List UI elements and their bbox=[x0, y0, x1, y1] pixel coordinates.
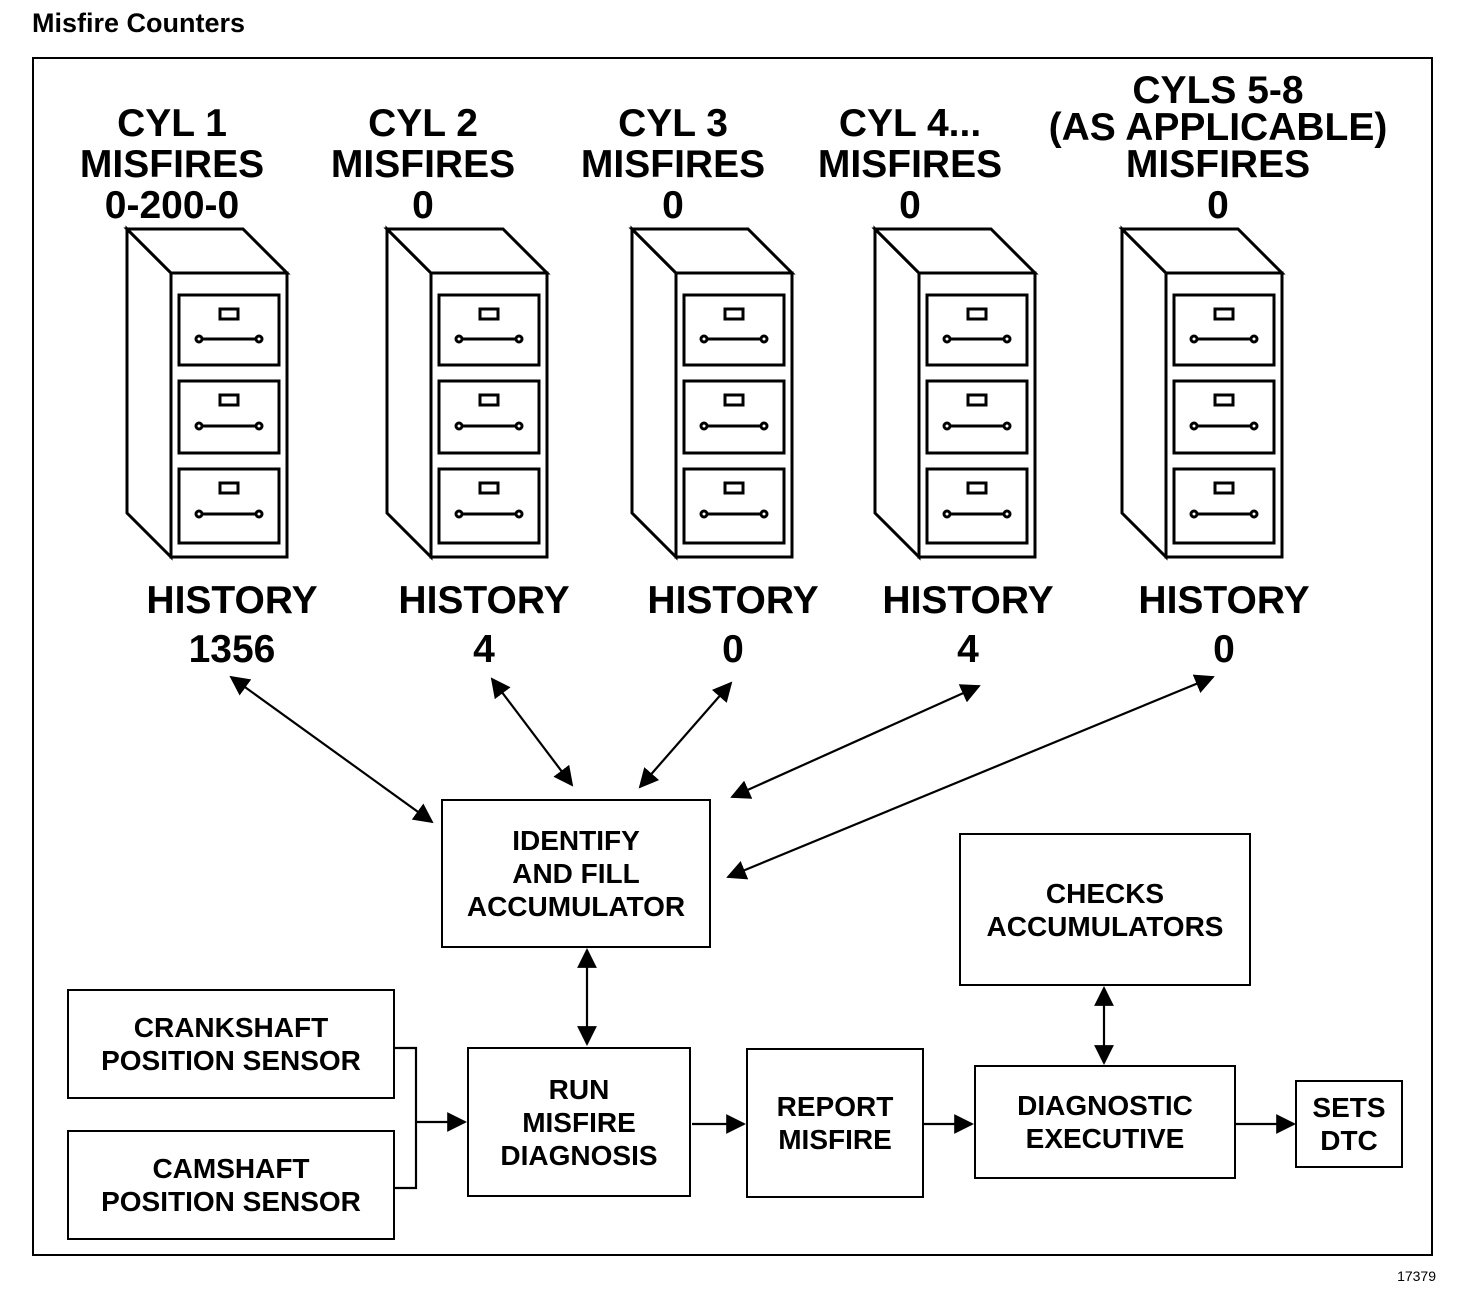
cyl2-misfires-label: MISFIRES bbox=[330, 143, 516, 186]
page-title: Misfire Counters bbox=[32, 8, 246, 38]
cyl5-8-history-label: HISTORY bbox=[1138, 579, 1310, 622]
cyl5-8-filing-cabinet-icon bbox=[1120, 227, 1284, 559]
cyl3-misfires-label: MISFIRES bbox=[580, 143, 766, 186]
camshaft-label: CAMSHAFT POSITION SENSOR bbox=[101, 1153, 361, 1217]
cyl4-filing-cabinet-icon bbox=[873, 227, 1037, 559]
cyl5-8-name: CYLS 5-8 bbox=[1132, 69, 1304, 112]
cyl1-history-value: 1356 bbox=[188, 628, 276, 671]
cyl5-8-misfires-value: 0 bbox=[1207, 184, 1229, 227]
cyl1-history: HISTORY 1356 bbox=[146, 580, 317, 670]
arrow-cyl4-identify bbox=[730, 684, 981, 799]
cyl4-history-value: 4 bbox=[957, 628, 979, 671]
cyl2-name: CYL 2 bbox=[368, 102, 478, 145]
executive-label: DIAGNOSTIC EXECUTIVE bbox=[1017, 1090, 1193, 1154]
diagnostic-executive-box: DIAGNOSTIC EXECUTIVE bbox=[974, 1065, 1236, 1179]
cyl1-history-label: HISTORY bbox=[146, 579, 318, 622]
cyl2-history-label: HISTORY bbox=[398, 579, 570, 622]
cyl4-history: HISTORY 4 bbox=[882, 580, 1053, 670]
connector-camshaft bbox=[395, 1122, 418, 1190]
cyl4-header: CYL 4... MISFIRES 0 bbox=[800, 103, 1020, 226]
cyl3-history: HISTORY 0 bbox=[647, 580, 818, 670]
cyl5-8-header: MISFIRES 0 bbox=[1098, 144, 1338, 226]
cyl5-8-misfires-label: MISFIRES bbox=[1125, 143, 1311, 186]
crankshaft-label: CRANKSHAFT POSITION SENSOR bbox=[101, 1012, 361, 1076]
cyl3-name: CYL 3 bbox=[618, 102, 728, 145]
checks-label: CHECKS ACCUMULATORS bbox=[986, 877, 1224, 942]
cyl2-filing-cabinet-icon bbox=[385, 227, 549, 559]
cyl3-history-label: HISTORY bbox=[647, 579, 819, 622]
cyl5-8-history: HISTORY 0 bbox=[1138, 580, 1309, 670]
arrow-cyl2-identify bbox=[490, 677, 574, 787]
cyl1-misfires-value: 0-200-0 bbox=[104, 184, 240, 227]
cyl3-header: CYL 3 MISFIRES 0 bbox=[563, 103, 783, 226]
cyl2-header: CYL 2 MISFIRES 0 bbox=[313, 103, 533, 226]
run-label: RUN MISFIRE DIAGNOSIS bbox=[500, 1073, 658, 1171]
cyl4-misfires-value: 0 bbox=[899, 184, 921, 227]
cyl4-misfires-label: MISFIRES bbox=[817, 143, 1003, 186]
cyl4-name: CYL 4... bbox=[838, 102, 982, 145]
cyl1-filing-cabinet-icon bbox=[125, 227, 289, 559]
cyl2-history-value: 4 bbox=[473, 628, 495, 671]
cyl5-8-history-value: 0 bbox=[1213, 628, 1235, 671]
sets-dtc-box: SETS DTC bbox=[1295, 1080, 1403, 1168]
cyl3-filing-cabinet-icon bbox=[630, 227, 794, 559]
arrow-cyl5-8-identify bbox=[726, 674, 1215, 880]
arrow-cyl3-identify bbox=[638, 681, 733, 789]
identify-fill-accumulator-box: IDENTIFY AND FILL ACCUMULATOR bbox=[441, 799, 711, 948]
diagram-frame bbox=[32, 57, 1433, 1256]
report-label: REPORT MISFIRE bbox=[776, 1091, 894, 1155]
cyl5-8-name-suffix: (AS APPLICABLE) bbox=[1048, 106, 1388, 149]
camshaft-sensor-box: CAMSHAFT POSITION SENSOR bbox=[67, 1130, 395, 1240]
cyl3-history-value: 0 bbox=[722, 628, 744, 671]
cyl2-misfires-value: 0 bbox=[412, 184, 434, 227]
cyl1-header: CYL 1 MISFIRES 0-200-0 bbox=[62, 103, 282, 226]
cyl1-misfires-label: MISFIRES bbox=[79, 143, 265, 186]
connector-crankshaft bbox=[395, 1046, 418, 1122]
cyl4-history-label: HISTORY bbox=[882, 579, 1054, 622]
figure-number: 17379 bbox=[1397, 1268, 1436, 1284]
report-misfire-box: REPORT MISFIRE bbox=[746, 1048, 924, 1198]
cyl3-misfires-value: 0 bbox=[662, 184, 684, 227]
cyl1-name: CYL 1 bbox=[117, 102, 227, 145]
arrow-cyl1-identify bbox=[229, 675, 434, 824]
sets-label: SETS DTC bbox=[1312, 1092, 1386, 1156]
crankshaft-sensor-box: CRANKSHAFT POSITION SENSOR bbox=[67, 989, 395, 1099]
run-misfire-diagnosis-box: RUN MISFIRE DIAGNOSIS bbox=[467, 1047, 691, 1197]
identify-label: IDENTIFY AND FILL ACCUMULATOR bbox=[466, 825, 686, 922]
checks-accumulators-box: CHECKS ACCUMULATORS bbox=[959, 833, 1251, 986]
cyl2-history: HISTORY 4 bbox=[398, 580, 569, 670]
